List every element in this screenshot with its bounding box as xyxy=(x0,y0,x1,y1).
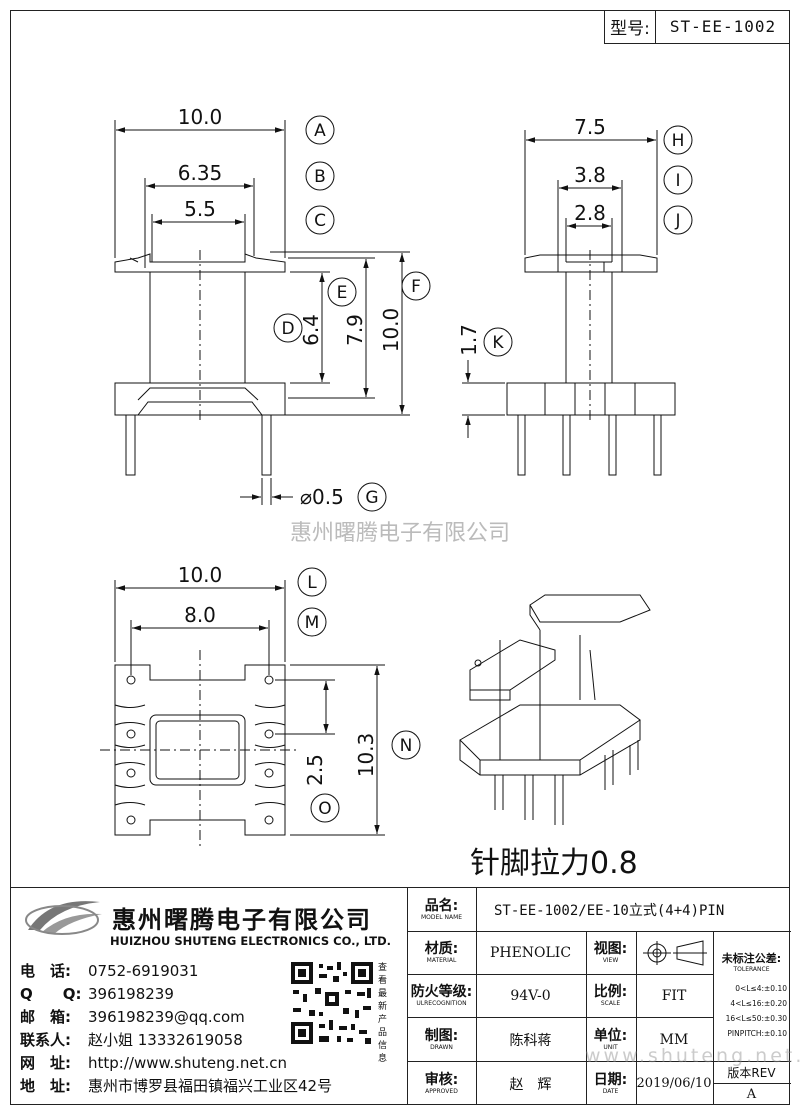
marker-I: I xyxy=(675,171,680,191)
marker-E: E xyxy=(337,283,348,303)
tolerance-line-4: PINPITCH:±0.10 xyxy=(727,1029,787,1038)
label-drawn: 制图:DRAWN xyxy=(424,1027,459,1051)
company-name-cn: 惠州曙腾电子有限公司 xyxy=(112,906,372,934)
tolerance-line-1: 0<L≤4:±0.10 xyxy=(735,984,787,993)
product-name-value: ST-EE-1002/EE-10立式(4+4)PIN xyxy=(494,902,725,919)
company-block: 惠州曙腾电子有限公司 HUIZHOU SHUTENG ELECTRONICS C… xyxy=(12,888,407,1104)
dim-C-text: 5.5 xyxy=(184,197,216,221)
contact-person: 联系人:赵小姐 13332619058 xyxy=(20,1031,243,1049)
dim-N-text: 10.3 xyxy=(354,733,378,778)
technical-drawing: 10.0 6.35 5.5 6.4 7.9 10.0 ⌀0.5 7.5 3.8 … xyxy=(100,105,693,881)
tolerance-block: 未标注公差: TOLERANCE 0<L≤4:±0.10 4<L≤16:±0.2… xyxy=(713,932,790,1060)
drawn-value: 陈科蒋 xyxy=(509,1032,552,1049)
company-name-en: HUIZHOU SHUTENG ELECTRONICS CO., LTD. xyxy=(110,934,392,948)
flame-value: 94V-0 xyxy=(510,988,551,1004)
marker-B: B xyxy=(314,167,326,187)
unit-value: MM xyxy=(659,1031,689,1048)
marker-M: M xyxy=(305,613,320,633)
label-approved: 审核:APPROVED xyxy=(424,1071,459,1095)
model-header: 型号: ST-EE-1002 xyxy=(604,10,790,44)
approved-value: 赵 辉 xyxy=(509,1076,552,1093)
bottom-view xyxy=(100,650,300,850)
third-angle-projection-icon xyxy=(643,940,707,966)
dim-L-text: 10.0 xyxy=(178,563,223,587)
tolerance-title: 未标注公差: xyxy=(721,952,782,965)
dim-B-text: 6.35 xyxy=(178,161,223,185)
marker-N: N xyxy=(400,736,413,756)
label-unit: 单位:UNIT xyxy=(593,1027,628,1051)
marker-L: L xyxy=(307,573,317,593)
model-value: ST-EE-1002 xyxy=(669,17,777,36)
label-flame: 防火等级:ULRECOGNITION xyxy=(410,984,473,1007)
website-watermark: www.shuteng.net.cn xyxy=(585,1045,800,1067)
contact-qq: Q Q:396198239 xyxy=(20,985,174,1003)
label-material: 材质:MATERIAL xyxy=(424,941,459,964)
marker-C: C xyxy=(314,211,326,231)
marker-O: O xyxy=(318,799,331,819)
label-product-name: 品名:MODEL NAME xyxy=(420,897,463,921)
dimension-markers xyxy=(273,115,693,823)
side-view xyxy=(506,250,676,476)
marker-J: J xyxy=(674,211,680,231)
label-date: 日期:DATE xyxy=(593,1071,628,1095)
contact-website[interactable]: 网 址:http://www.shuteng.net.cn xyxy=(20,1054,288,1072)
tolerance-line-3: 16<L≤50:±0.30 xyxy=(725,1014,787,1023)
contact-phone: 电 话:0752-6919031 xyxy=(20,962,199,980)
marker-A: A xyxy=(314,121,326,141)
dim-I-text: 3.8 xyxy=(574,163,606,187)
marker-K: K xyxy=(492,333,504,353)
marker-H: H xyxy=(672,131,685,151)
dim-H-text: 7.5 xyxy=(574,115,606,139)
dim-G-text: ⌀0.5 xyxy=(300,485,344,509)
label-view: 视图:VIEW xyxy=(593,941,628,964)
qr-caption: 查看最新产品信息 xyxy=(378,963,388,1064)
pin-pull-note: 针脚拉力0.8 xyxy=(470,846,638,881)
watermark-text: 惠州曙腾电子有限公司 xyxy=(290,521,510,546)
dim-A-text: 10.0 xyxy=(178,105,223,129)
marker-G: G xyxy=(365,488,378,508)
dim-F-text: 10.0 xyxy=(379,308,403,353)
model-label: 型号: xyxy=(605,10,656,43)
revision-label: 版本REV xyxy=(727,1066,776,1080)
material-value: PHENOLIC xyxy=(489,945,572,961)
revision-value: A xyxy=(746,1087,757,1102)
front-view xyxy=(114,250,286,476)
title-grid xyxy=(407,887,791,1105)
label-scale: 比例:SCALE xyxy=(593,984,628,1007)
dim-J-text: 2.8 xyxy=(574,201,606,225)
tolerance-line-2: 4<L≤16:±0.20 xyxy=(730,999,787,1008)
marker-D: D xyxy=(281,319,294,339)
dim-O-text: 2.5 xyxy=(303,754,327,786)
dim-E-text: 7.9 xyxy=(343,314,367,346)
tolerance-title-en: TOLERANCE xyxy=(733,966,770,973)
contact-email[interactable]: 邮 箱:396198239@qq.com xyxy=(20,1008,245,1026)
isometric-view xyxy=(459,594,651,825)
contact-address: 地 址:惠州市博罗县福田镇福兴工业区42号 xyxy=(20,1077,333,1095)
dim-K-text: 1.7 xyxy=(457,324,481,356)
title-block xyxy=(10,887,790,1105)
date-value: 2019/06/10 xyxy=(636,1076,712,1091)
dim-D-text: 6.4 xyxy=(299,314,323,346)
scale-value: FIT xyxy=(661,988,687,1004)
company-logo-icon xyxy=(25,901,102,935)
dim-M-text: 8.0 xyxy=(184,603,216,627)
marker-F: F xyxy=(411,277,421,297)
qr-code-icon[interactable] xyxy=(289,960,375,1046)
drawing-border xyxy=(10,10,790,1105)
